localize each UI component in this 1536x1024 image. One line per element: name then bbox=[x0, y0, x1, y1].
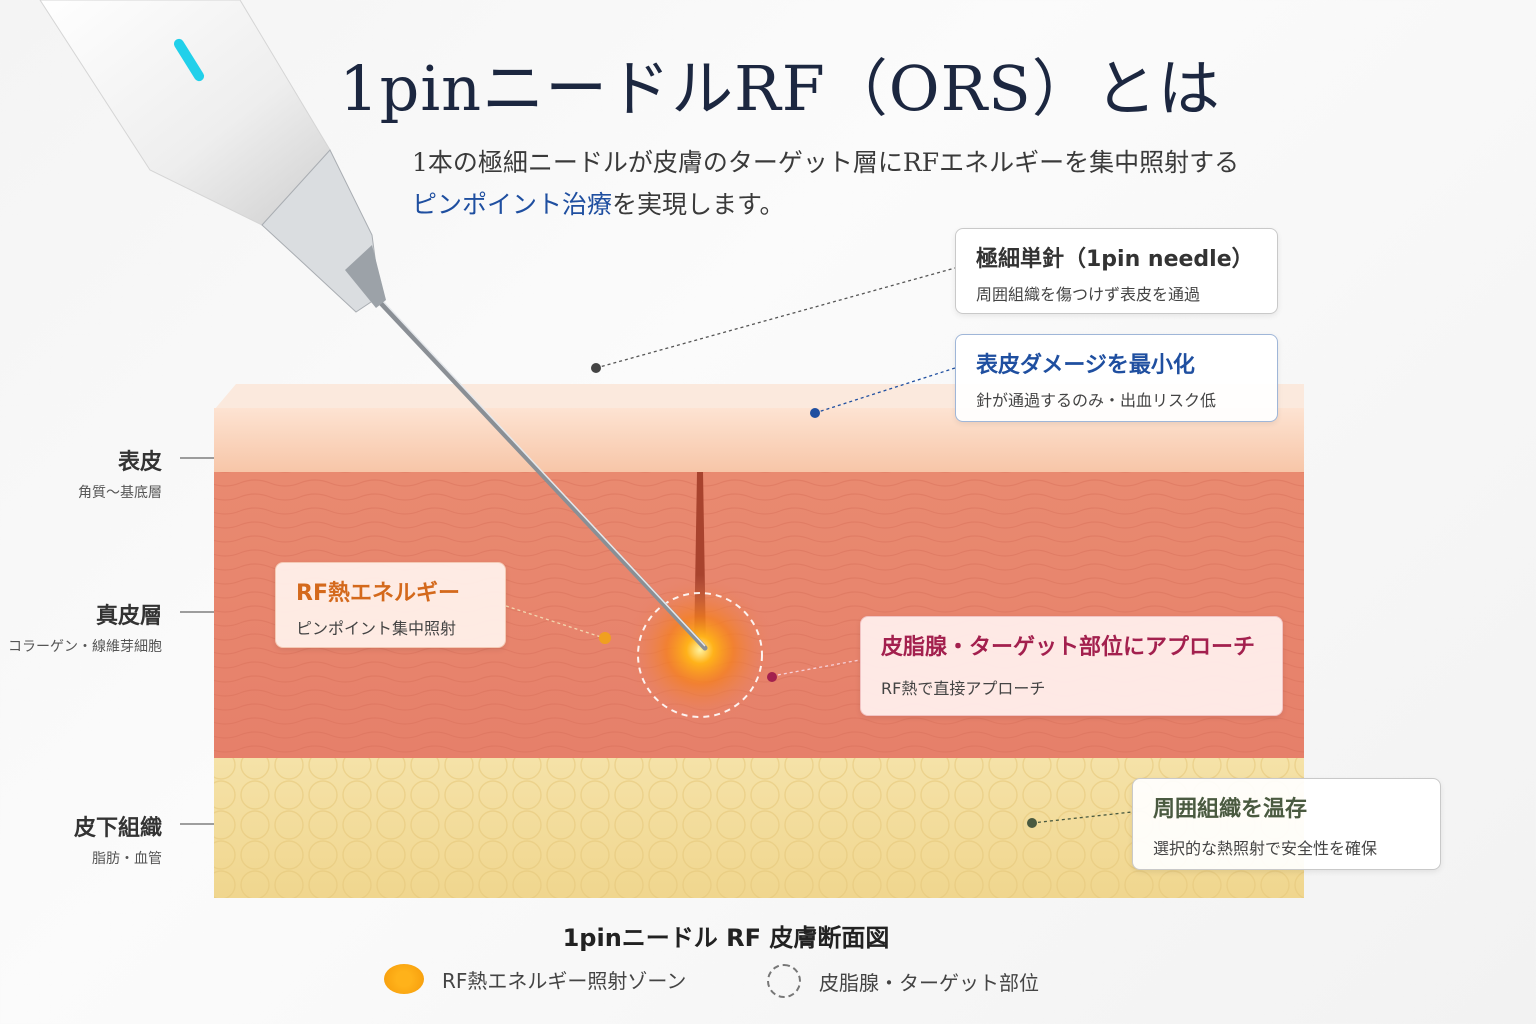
legend-target: 皮脂腺・ターゲット部位 bbox=[767, 964, 1039, 998]
rf-heat-zone bbox=[625, 575, 775, 725]
lead-highlight: ピンポイント治療 bbox=[412, 190, 613, 219]
callout-target: 皮脂腺・ターゲット部位にアプローチ RF熱で直接アプローチ bbox=[860, 616, 1283, 716]
lead-line-2-rest: を実現します。 bbox=[612, 190, 785, 219]
callout-needle: 極細単針（1pin needle） 周囲組織を傷つけず表皮を通過 bbox=[955, 228, 1278, 314]
heat-zone-icon bbox=[384, 964, 424, 994]
layer-label-epidermis: 表皮 角質〜基底層 bbox=[78, 444, 162, 502]
leader-needle bbox=[595, 267, 956, 369]
leader-epidermis bbox=[814, 367, 956, 414]
callout-heading: RF熱エネルギー bbox=[296, 581, 460, 606]
legend-heat: RF熱エネルギー照射ゾーン bbox=[384, 964, 686, 994]
lead-text: 1本の極細ニードルが皮膚のターゲット層にRFエネルギーを集中照射する ピンポイン… bbox=[412, 142, 1412, 226]
dot-needle bbox=[591, 363, 601, 373]
lead-line-1: 1本の極細ニードルが皮膚のターゲット層にRFエネルギーを集中照射する bbox=[412, 148, 1240, 177]
layer-desc: コラーゲン・線維芽細胞 bbox=[8, 639, 162, 655]
callout-sub: 周囲組織を傷つけず表皮を通過 bbox=[976, 285, 1201, 304]
layer-label-dermis: 真皮層 コラーゲン・線維芽細胞 bbox=[8, 598, 162, 656]
callout-rf: RF熱エネルギー ピンポイント集中照射 bbox=[275, 562, 506, 648]
legend-target-label: 皮脂腺・ターゲット部位 bbox=[819, 970, 1039, 995]
callout-sub: ピンポイント集中照射 bbox=[296, 619, 457, 638]
pen-tip-cone bbox=[261, 149, 381, 313]
diagram-caption: 1pinニードル RF 皮膚断面図 bbox=[562, 924, 890, 952]
layer-label-subcutis: 皮下組織 脂肪・血管 bbox=[74, 810, 162, 868]
dot-rf bbox=[599, 632, 611, 644]
dot-preserve bbox=[1027, 818, 1037, 828]
target-ring bbox=[637, 592, 763, 718]
callout-sub: 選択的な熱照射で安全性を確保 bbox=[1153, 839, 1378, 858]
callout-epidermis: 表皮ダメージを最小化 針が通過するのみ・出血リスク低 bbox=[955, 334, 1278, 422]
layer-desc: 角質〜基底層 bbox=[78, 485, 162, 501]
layer-name: 表皮 bbox=[117, 450, 162, 475]
callout-heading: 表皮ダメージを最小化 bbox=[976, 353, 1195, 378]
page-title: 1pinニードルRF（ORS）とは bbox=[339, 52, 1221, 125]
leader-preserve bbox=[1031, 811, 1133, 824]
callout-sub: RF熱で直接アプローチ bbox=[881, 679, 1046, 698]
callout-preserve: 周囲組織を温存 選択的な熱照射で安全性を確保 bbox=[1132, 778, 1441, 870]
callout-heading: 皮脂腺・ターゲット部位にアプローチ bbox=[881, 635, 1256, 660]
dot-epidermis bbox=[810, 408, 820, 418]
dot-target bbox=[767, 672, 777, 682]
callout-heading: 周囲組織を温存 bbox=[1153, 797, 1308, 822]
hair-follicle bbox=[694, 472, 706, 650]
lead-line-2: ピンポイント治療を実現します。 bbox=[412, 184, 1412, 226]
dashed-circle-icon bbox=[767, 964, 801, 998]
layer-name: 真皮層 bbox=[95, 604, 162, 629]
legend-heat-label: RF熱エネルギー照射ゾーン bbox=[442, 968, 687, 993]
callout-heading: 極細単針（1pin needle） bbox=[976, 247, 1254, 272]
leader-rf bbox=[505, 605, 605, 639]
layer-name: 皮下組織 bbox=[73, 816, 162, 841]
callout-sub: 針が通過するのみ・出血リスク低 bbox=[976, 391, 1217, 410]
pen-nozzle bbox=[345, 245, 386, 308]
leader-target bbox=[771, 659, 861, 677]
layer-desc: 脂肪・血管 bbox=[92, 851, 162, 867]
